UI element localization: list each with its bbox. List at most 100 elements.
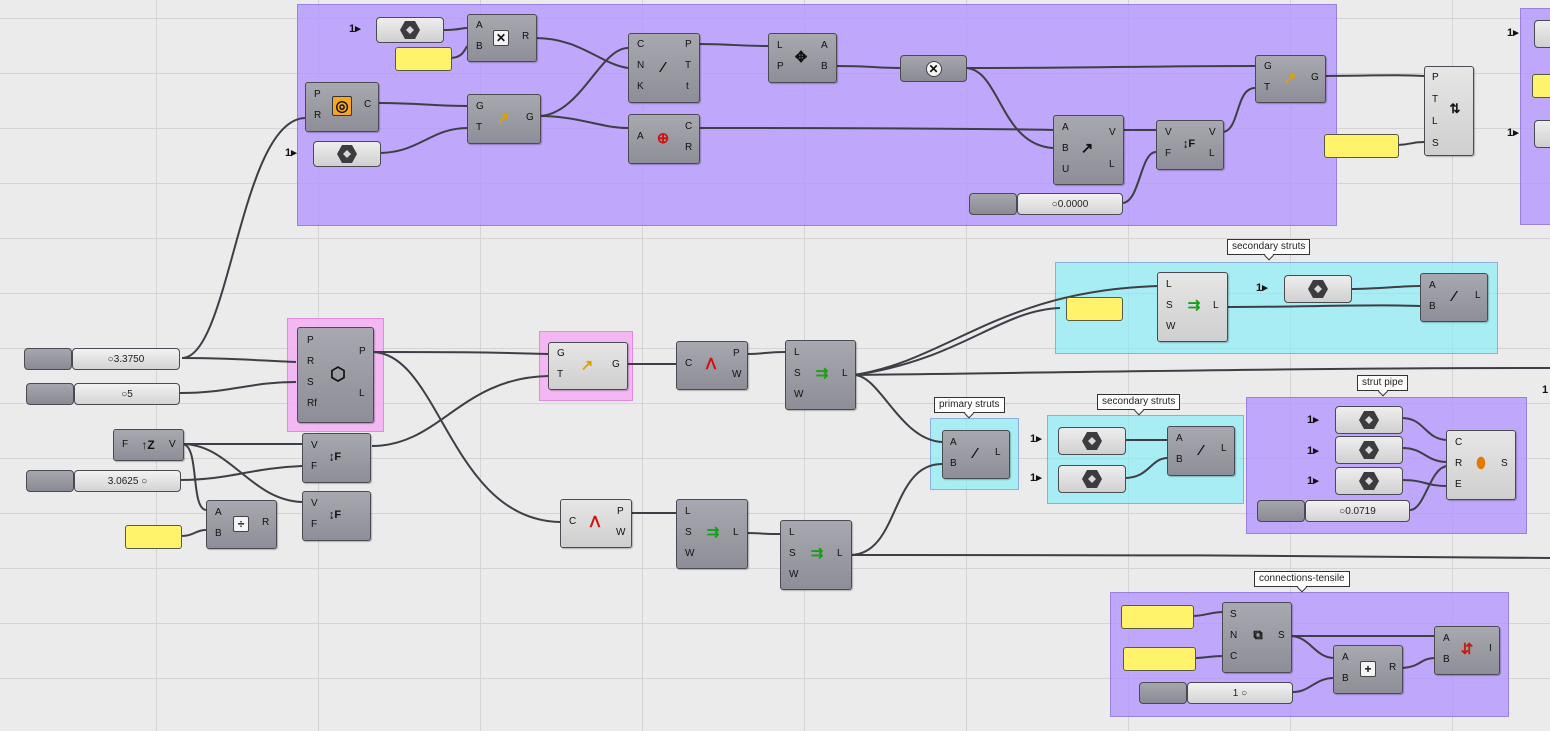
circle-icon: ◎ (332, 96, 352, 116)
explode-component-a[interactable]: C P W ᐱ (676, 341, 748, 390)
slider-track[interactable]: ○3.3750 (72, 348, 180, 370)
close-icon: ✕ (925, 60, 942, 77)
geometry-param-mid-b[interactable] (1058, 465, 1126, 493)
vector-flip-component-a[interactable]: V F ↨F (302, 433, 371, 483)
tolerance-slider[interactable]: ○0.0000 (969, 193, 1123, 215)
offset-slider[interactable]: 3.0625 ○ (26, 470, 181, 492)
explode-icon: ᐱ (589, 514, 601, 531)
shift-list-component-a[interactable]: L S W L ⇉ (785, 340, 856, 410)
line-icon: ⁄ (973, 444, 977, 462)
slider-track[interactable]: ○5 (74, 383, 180, 405)
list-marker-7: 1▸ (1030, 472, 1042, 484)
sides-slider[interactable]: ○5 (26, 383, 180, 405)
yellow-panel-top[interactable] (395, 47, 452, 71)
geometry-param-edge-1[interactable] (1534, 20, 1550, 48)
yellow-panel-secondary[interactable] (1066, 297, 1123, 321)
line-icon: ⁄ (1199, 441, 1203, 459)
division-component[interactable]: A B R ÷ (206, 500, 277, 549)
sort-list-component[interactable]: P T L S ⇅ (1424, 66, 1474, 156)
list-marker-1: 1▸ (349, 23, 361, 35)
vector-flip-component-b[interactable]: V F ↨F (302, 491, 371, 541)
geometry-icon (1082, 470, 1102, 488)
slider-knob[interactable] (24, 348, 72, 370)
slider-track[interactable]: 1 ○ (1187, 682, 1293, 704)
unit-z-component[interactable]: F V ↑Z (113, 429, 184, 461)
move-component-top-right[interactable]: G T G ↗ (1255, 55, 1326, 103)
list-marker-3: 1▸ (1507, 27, 1519, 39)
slider-knob[interactable] (1139, 682, 1187, 704)
add-icon: + (1360, 661, 1376, 677)
explode-icon: ᐱ (705, 356, 717, 373)
pipe-radius-slider[interactable]: ○0.0719 (1257, 500, 1410, 522)
pipe-component[interactable]: C R E S ⬮ (1446, 430, 1516, 500)
yellow-panel-left[interactable] (125, 525, 182, 549)
radius-slider[interactable]: ○3.3750 (24, 348, 180, 370)
move-component-top[interactable]: G T G ↗ (467, 94, 541, 144)
list-item-icon: ⇵ (1460, 641, 1474, 658)
line-component-mid[interactable]: A B L ⁄ (1167, 426, 1235, 476)
line-component-primary[interactable]: A B L ⁄ (942, 430, 1010, 479)
geometry-param-pipe-b[interactable] (1335, 436, 1403, 464)
slider-knob[interactable] (969, 193, 1017, 215)
series-component[interactable]: S N C S ⧉ (1222, 602, 1292, 673)
slider-track[interactable]: ○0.0719 (1305, 500, 1410, 522)
slider-knob[interactable] (26, 470, 74, 492)
series-icon: ⧉ (1253, 627, 1263, 642)
multiplication-component[interactable]: A B R ✕ (467, 14, 537, 62)
shift-list-component-d[interactable]: L S W L ⇉ (1157, 272, 1228, 342)
yellow-panel-sort[interactable] (1324, 134, 1399, 158)
flip-icon: ↨F (328, 451, 342, 463)
divide-icon: ÷ (233, 516, 249, 532)
yellow-panel-conn-b[interactable] (1123, 647, 1196, 671)
target-icon: ⊕ (656, 130, 670, 147)
geometry-param-secondary[interactable] (1284, 275, 1352, 303)
line-component-secondary[interactable]: A B L ⁄ (1420, 273, 1488, 322)
geometry-param-left[interactable] (313, 141, 381, 167)
geometry-icon (1359, 441, 1379, 459)
explode-component-b[interactable]: C P W ᐱ (560, 499, 632, 548)
yellow-panel-edge[interactable] (1532, 74, 1550, 98)
line-icon: ⁄ (1452, 287, 1456, 305)
curve-param-top[interactable]: ✕ (900, 55, 967, 82)
shortest-list-component[interactable]: L P A B ✥ (768, 33, 837, 83)
vector-icon: ↗ (1080, 140, 1094, 157)
move-arrow-icon: ↗ (496, 110, 510, 127)
shift-list-component-c[interactable]: L S W L ⇉ (780, 520, 852, 590)
evaluate-component[interactable]: A C R ⊕ (628, 114, 700, 164)
list-marker-2: 1▸ (285, 147, 297, 159)
vector-2pt-component[interactable]: A B U V L ↗ (1053, 115, 1124, 185)
shift-list-component-b[interactable]: L S W L ⇉ (676, 499, 748, 569)
sort-icon: ⇅ (1449, 101, 1461, 116)
geometry-param-edge-2[interactable] (1534, 120, 1550, 148)
move-component-mid[interactable]: G T G ↗ (548, 342, 628, 390)
count-slider[interactable]: 1 ○ (1139, 682, 1293, 704)
unit-z-icon: ↑Z (141, 438, 155, 452)
list-marker-edge: 1 (1542, 384, 1549, 396)
list-marker-10: 1▸ (1307, 475, 1319, 487)
label-primary-struts: primary struts (934, 397, 1005, 413)
polygon-icon: ⬡ (330, 363, 346, 384)
list-item-component[interactable]: A B I ⇵ (1434, 626, 1500, 675)
geometry-icon (337, 145, 357, 163)
yellow-panel-conn-a[interactable] (1121, 605, 1194, 629)
geometry-icon (1359, 472, 1379, 490)
vector-flip-component-top[interactable]: V F V L ↨F (1156, 120, 1224, 170)
polygon-component[interactable]: P R S Rf P L ⬡ (297, 327, 374, 423)
move-arrow-icon: ↗ (580, 357, 594, 374)
geometry-param-top[interactable] (376, 17, 444, 43)
shift-list-icon: ⇉ (1187, 297, 1201, 314)
label-secondary-struts-top: secondary struts (1227, 239, 1311, 255)
geometry-param-mid-a[interactable] (1058, 427, 1126, 455)
shift-list-icon: ⇉ (815, 365, 829, 382)
slider-knob[interactable] (1257, 500, 1305, 522)
slider-track[interactable]: ○0.0000 (1017, 193, 1123, 215)
slider-track[interactable]: 3.0625 ○ (74, 470, 181, 492)
addition-component[interactable]: A B R + (1333, 645, 1403, 694)
geometry-param-pipe-c[interactable] (1335, 467, 1403, 495)
divide-curve-component[interactable]: C N K P T t ⁄ (628, 33, 700, 103)
circle-component[interactable]: P R C ◎ (305, 82, 379, 132)
geometry-param-pipe-a[interactable] (1335, 406, 1403, 434)
split-icon: ✥ (794, 49, 808, 66)
slider-knob[interactable] (26, 383, 74, 405)
